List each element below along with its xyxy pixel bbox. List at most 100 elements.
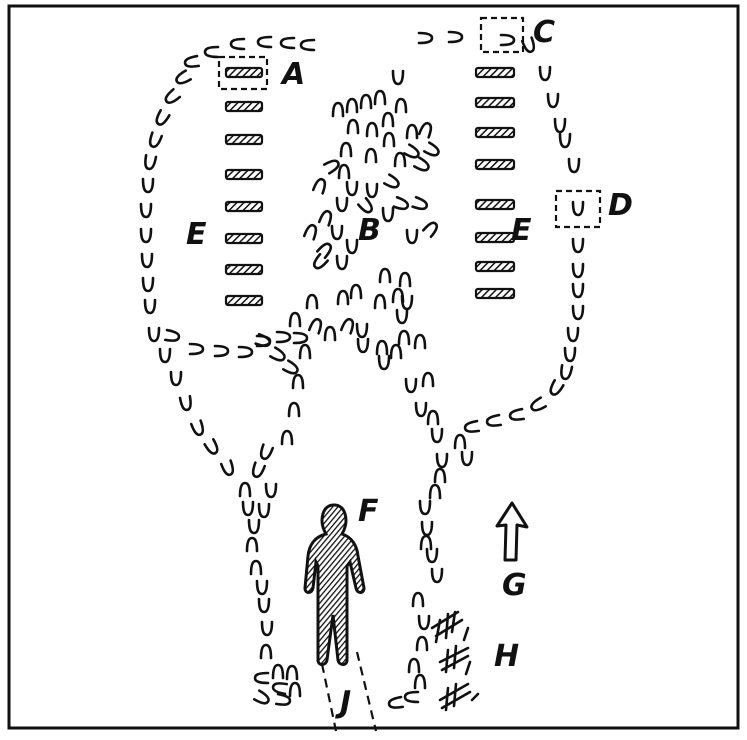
track-mark xyxy=(378,267,392,284)
track-mark xyxy=(563,346,577,363)
track-mark xyxy=(213,344,230,358)
track-mark xyxy=(373,293,387,310)
track-mark xyxy=(549,379,565,396)
track-mark xyxy=(175,69,192,85)
track-mark xyxy=(425,547,439,564)
track-mark xyxy=(259,443,275,461)
track-mark xyxy=(148,131,164,149)
track-mark xyxy=(335,254,349,271)
label-c: C xyxy=(533,15,555,50)
hatched-bar xyxy=(474,198,516,211)
track-mark xyxy=(158,347,172,364)
track-mark xyxy=(147,326,161,343)
track-mark xyxy=(430,427,444,444)
track-mark xyxy=(271,682,289,696)
track-mark xyxy=(377,354,391,371)
track-mark xyxy=(339,317,355,335)
track-mark xyxy=(560,363,574,381)
track-mark xyxy=(417,31,434,45)
label-e-right: E xyxy=(511,213,532,248)
track-mark xyxy=(203,438,219,455)
human-figure xyxy=(303,503,366,666)
track-mark xyxy=(403,690,420,704)
hatched-bar xyxy=(474,96,516,109)
track-mark xyxy=(260,620,274,637)
track-mark xyxy=(312,252,329,270)
track-mark xyxy=(364,147,378,164)
track-mark xyxy=(447,30,464,44)
track-mark xyxy=(335,196,349,213)
track-mark xyxy=(553,117,567,134)
hatched-bar xyxy=(224,66,264,79)
track-mark xyxy=(418,499,432,516)
track-mark xyxy=(291,373,305,390)
track-mark xyxy=(339,141,353,158)
track-mark xyxy=(169,370,183,387)
track-mark xyxy=(139,227,153,244)
track-mark xyxy=(292,331,309,345)
scuff-marks xyxy=(430,610,480,712)
track-mark xyxy=(508,407,526,421)
track-mark xyxy=(430,567,444,584)
hatched-bar xyxy=(474,287,516,300)
label-a: A xyxy=(280,57,305,92)
track-mark xyxy=(249,559,263,576)
track-mark xyxy=(247,518,261,535)
track-mark xyxy=(463,419,481,433)
track-mark xyxy=(141,276,155,293)
track-mark xyxy=(183,54,201,68)
track-mark xyxy=(365,182,379,199)
track-mark xyxy=(405,228,419,245)
track-mark xyxy=(558,132,572,149)
track-mark xyxy=(253,689,270,705)
track-mark xyxy=(299,38,316,52)
track-mark xyxy=(287,401,301,418)
track-mark xyxy=(420,520,434,537)
track-mark xyxy=(307,317,323,335)
track-mark xyxy=(383,173,400,189)
track-mark xyxy=(382,131,396,148)
track-mark xyxy=(421,371,435,388)
direction-arrow xyxy=(495,501,529,562)
track-mark xyxy=(546,92,560,109)
label-h: H xyxy=(494,639,519,674)
track-mark xyxy=(143,298,157,315)
track-mark xyxy=(257,597,271,614)
track-mark xyxy=(392,195,410,211)
track-mark xyxy=(323,325,337,342)
track-mark xyxy=(381,206,395,223)
track-mark xyxy=(356,337,370,354)
track-mark xyxy=(415,635,429,652)
track-mark xyxy=(264,482,278,499)
hatched-bar xyxy=(224,133,264,146)
track-mark xyxy=(387,695,405,709)
track-mark xyxy=(253,671,270,685)
hatched-bar xyxy=(224,200,264,213)
track-mark xyxy=(411,591,425,608)
track-mark xyxy=(413,156,430,172)
track-mark xyxy=(241,500,255,517)
track-mark xyxy=(337,163,351,180)
label-b: B xyxy=(358,213,381,248)
track-mark xyxy=(282,359,299,375)
track-mark xyxy=(571,304,585,321)
track-mark xyxy=(336,289,350,306)
track-mark xyxy=(302,223,318,241)
track-mark xyxy=(499,33,516,47)
track-mark xyxy=(345,97,359,114)
track-mark xyxy=(245,536,259,553)
track-mark xyxy=(275,330,292,344)
track-mark xyxy=(365,121,379,138)
track-mark xyxy=(155,109,171,126)
track-mark xyxy=(398,271,412,288)
track-mark xyxy=(433,467,447,484)
hatched-bar xyxy=(474,260,516,273)
track-mark xyxy=(256,35,273,49)
track-mark xyxy=(426,409,440,426)
track-mark xyxy=(435,452,449,469)
track-mark xyxy=(411,195,429,211)
track-mark xyxy=(530,396,547,412)
hatched-bar xyxy=(224,263,264,276)
track-mark xyxy=(229,37,246,51)
